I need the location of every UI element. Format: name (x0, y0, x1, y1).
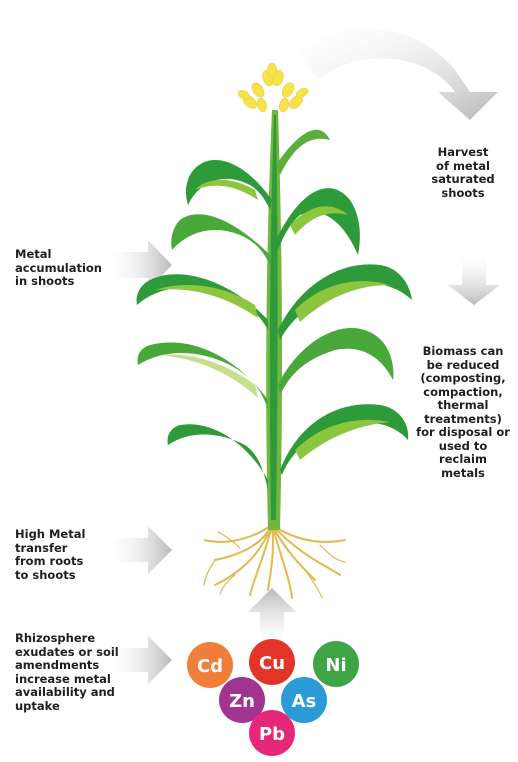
metal-cu-label: Cu (259, 653, 285, 674)
metal-pb-label: Pb (259, 724, 285, 745)
harvest-label: Harvest of metal saturated shoots (414, 146, 512, 200)
metal-cd: Cd (187, 642, 233, 688)
tassel (236, 63, 309, 113)
metal-zn-label: Zn (229, 691, 255, 712)
harvest-arrow (300, 29, 498, 120)
transfer-label: High Metal transfer from roots to shoots (15, 528, 115, 582)
metal-cd-label: Cd (197, 656, 223, 677)
metal-cu: Cu (249, 639, 295, 685)
biomass-down-arrow (448, 255, 500, 305)
roots (204, 525, 345, 598)
metal-as: As (281, 677, 327, 723)
rhizosphere-label: Rhizosphere exudates or soil amendments … (15, 632, 120, 713)
accumulation-label: Metal accumulation in shoots (15, 248, 115, 289)
biomass-label: Biomass can be reduced (composting, comp… (410, 345, 516, 480)
metal-ions: Cd Cu Ni Zn As Pb (187, 639, 359, 756)
metal-as-label: As (292, 691, 317, 712)
plant (137, 63, 412, 598)
metal-ni: Ni (313, 641, 359, 687)
transfer-arrow (110, 526, 172, 574)
metal-ni-label: Ni (325, 655, 346, 676)
metal-pb: Pb (249, 710, 295, 756)
